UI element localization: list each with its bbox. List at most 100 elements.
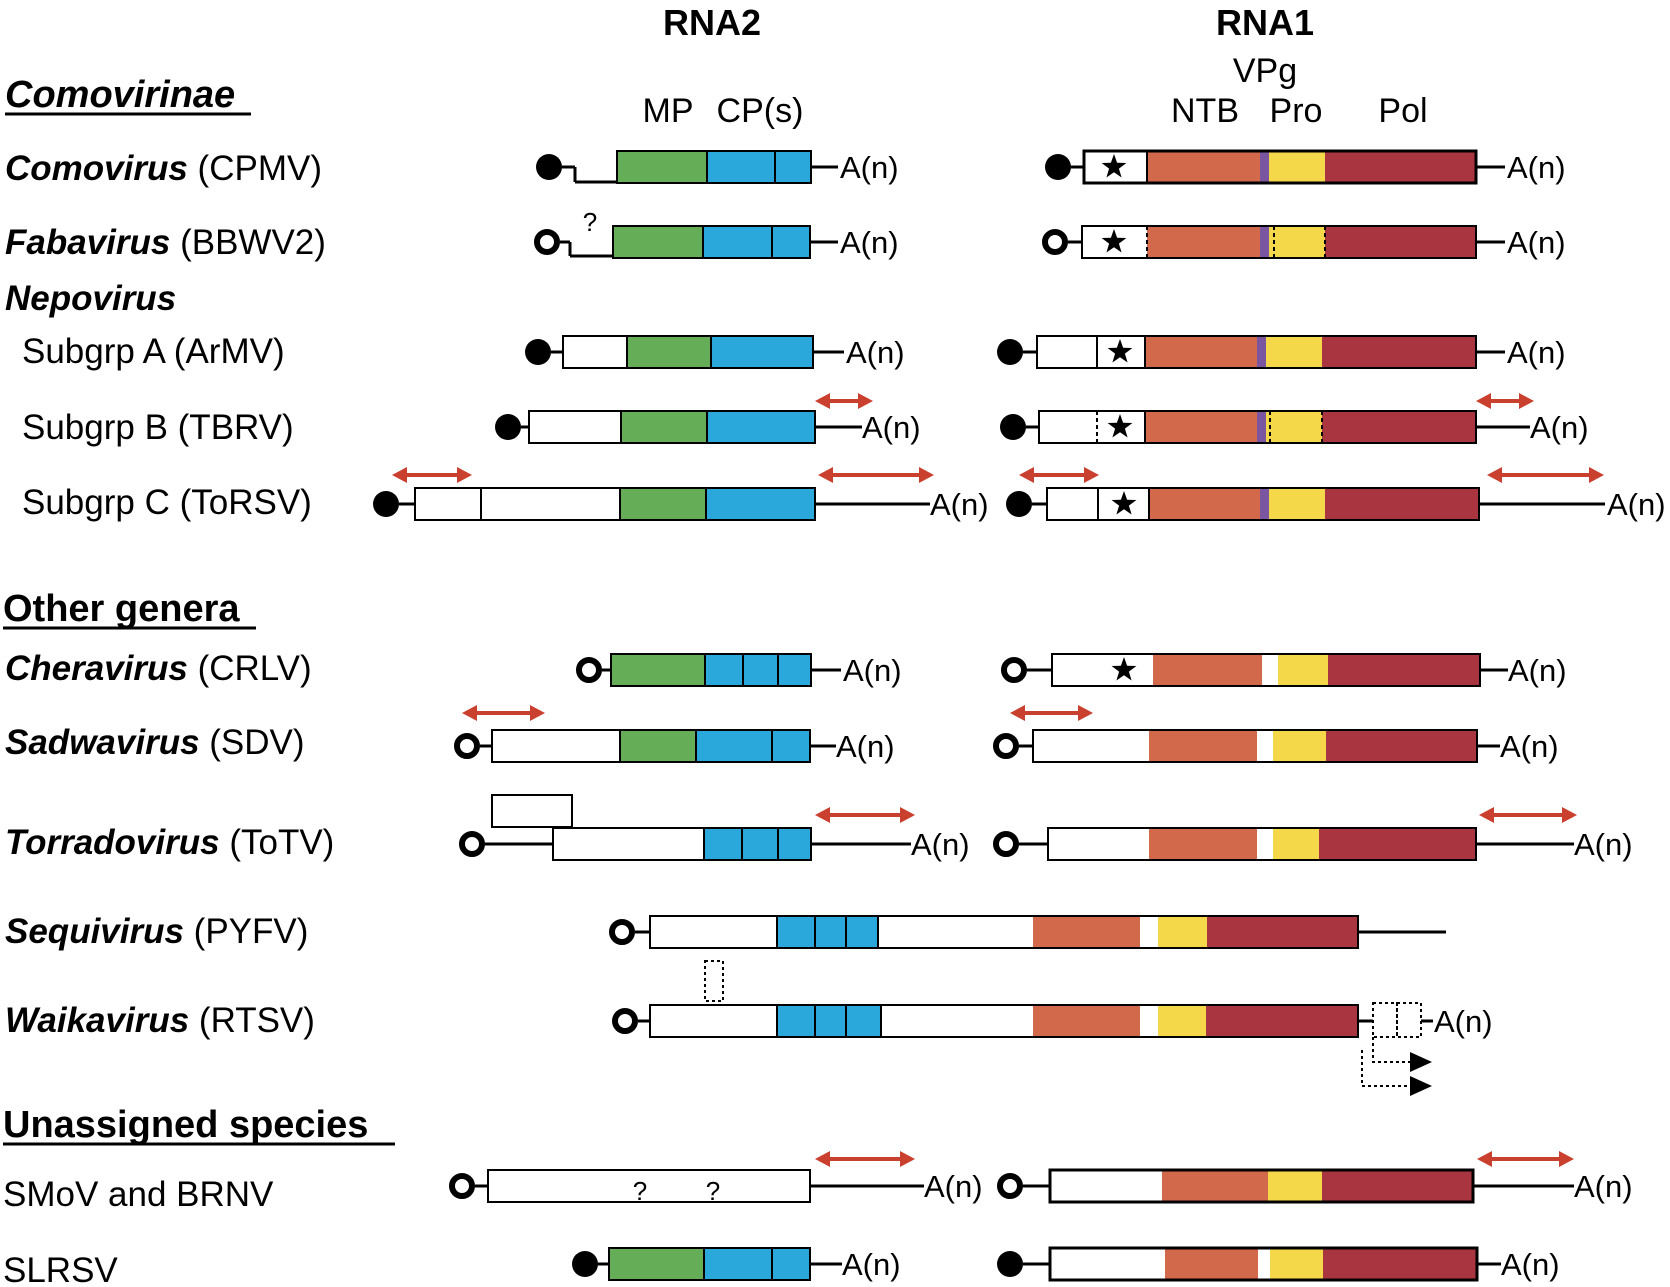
- poly-a-tail: A(n): [1501, 1247, 1560, 1282]
- label-subgroup-a: Subgrp A (ArMV): [22, 332, 285, 371]
- pol-domain: [1325, 151, 1476, 183]
- poly-a-tail: A(n): [1574, 827, 1633, 862]
- repeat-arrow-head-left: [1010, 705, 1025, 721]
- label-sequivirus: Sequivirus (PYFV): [5, 912, 308, 951]
- vpg-filled-icon: [572, 1251, 598, 1277]
- vpg-open-icon: [534, 229, 560, 255]
- poly-a-tail: A(n): [1530, 410, 1589, 445]
- pro-domain: [1158, 1005, 1206, 1037]
- poly-a-tail: A(n): [840, 225, 899, 260]
- helicase-motif-star-icon: [1101, 154, 1127, 178]
- small-orf-dotted: [1396, 1002, 1422, 1038]
- cp-domain: [711, 336, 813, 368]
- subgenomic-arrow-icon: [1410, 1052, 1432, 1072]
- pol-domain: [1319, 828, 1476, 860]
- repeat-arrow-head-right: [1084, 467, 1099, 483]
- vpg-filled-icon: [1000, 414, 1026, 440]
- repeat-arrow-head-left: [392, 467, 407, 483]
- pro-domain: [1273, 730, 1326, 762]
- poly-a-tail: A(n): [842, 1247, 901, 1282]
- pro-domain: [1266, 411, 1322, 443]
- poly-a-tail: A(n): [924, 1169, 983, 1204]
- label-slrsv: SLRSV: [3, 1251, 118, 1287]
- pro-domain: [1269, 151, 1325, 183]
- mp-label: MP: [643, 92, 694, 130]
- pro-domain: [1270, 1248, 1323, 1280]
- vpg-filled-icon: [373, 491, 399, 517]
- ntb-domain: [1149, 730, 1257, 762]
- mp-domain: [609, 1248, 704, 1280]
- repeat-arrow-head-right: [1078, 705, 1093, 721]
- pro-domain: [1266, 336, 1322, 368]
- vpg-domain: [1257, 411, 1266, 443]
- mp-domain: [611, 654, 705, 686]
- vpg-open-icon: [612, 1008, 638, 1034]
- vpg-open-icon: [609, 919, 635, 945]
- pol-domain: [1323, 1248, 1477, 1280]
- repeat-arrow-head-left: [1019, 467, 1034, 483]
- vpg-open-icon: [576, 657, 602, 683]
- repeat-arrow-head-left: [1477, 1151, 1492, 1167]
- label-fabavirus: Fabavirus (BBWV2): [5, 223, 326, 262]
- cp-domain: [777, 1005, 881, 1037]
- poly-a-tail: A(n): [862, 410, 921, 445]
- repeat-arrow-head-left: [1487, 467, 1502, 483]
- label-smov-brnv: SMoV and BRNV: [3, 1175, 274, 1214]
- repeat-arrow-head-right: [1519, 393, 1534, 409]
- label-cheravirus: Cheravirus (CRLV): [5, 649, 312, 688]
- repeat-arrow-head-right: [1589, 467, 1604, 483]
- repeat-arrow-head-right: [530, 705, 545, 721]
- poly-a-tail: A(n): [930, 487, 989, 522]
- helicase-motif-star-icon: [1111, 491, 1137, 515]
- mp-domain: [620, 730, 696, 762]
- repeat-arrow-head-right: [1559, 1151, 1574, 1167]
- poly-a-tail: A(n): [1434, 1004, 1493, 1039]
- repeat-arrow-head-left: [1476, 393, 1491, 409]
- mp-domain: [617, 151, 707, 183]
- vpg-filled-icon: [536, 154, 562, 180]
- vpg-open-icon: [454, 733, 480, 759]
- label-subgroup-c: Subgrp C (ToRSV): [22, 483, 312, 522]
- vpg-filled-icon: [1045, 154, 1071, 180]
- pol-domain: [1326, 730, 1477, 762]
- unknown-mark: ?: [633, 1176, 647, 1206]
- vpg-open-icon: [997, 1173, 1023, 1199]
- repeat-arrow-head-left: [815, 807, 830, 823]
- genome-maps: A(n) A(n) A(n) A(n) A(n) A(n) A(n) A(n) A(n) A(n)…: [373, 149, 1666, 1282]
- pro-domain: [1268, 1170, 1322, 1202]
- repeat-arrow-head-left: [462, 705, 477, 721]
- section-unassigned: Unassigned species: [3, 1104, 368, 1146]
- ntb-label: NTB: [1171, 92, 1239, 130]
- ntb-domain: [1033, 916, 1140, 948]
- ntb-domain: [1162, 1170, 1268, 1202]
- vpg-filled-icon: [997, 339, 1023, 365]
- vpg-label: VPg: [1233, 52, 1297, 90]
- repeat-arrow-head-right: [900, 1151, 915, 1167]
- section-other-genera: Other genera: [3, 588, 240, 630]
- poly-a-tail: A(n): [1574, 1169, 1633, 1204]
- repeat-arrow-head-left: [815, 393, 830, 409]
- vpg-filled-icon: [525, 339, 551, 365]
- pro-domain: [1273, 828, 1319, 860]
- label-comovirus: Comovirus (CPMV): [5, 149, 322, 188]
- cp-domain: [703, 226, 810, 258]
- pro-domain: [1278, 654, 1328, 686]
- rna1-header: RNA1: [1216, 2, 1314, 43]
- helicase-motif-star-icon: [1101, 229, 1127, 253]
- pro-label: Pro: [1270, 92, 1323, 130]
- vpg-filled-icon: [495, 414, 521, 440]
- cp-domain: [704, 1248, 810, 1280]
- small-orf-dotted: [1372, 1002, 1398, 1038]
- label-waikavirus: Waikavirus (RTSV): [5, 1001, 315, 1040]
- repeat-arrow-head-right: [457, 467, 472, 483]
- repeat-arrow-head-right: [919, 467, 934, 483]
- pol-label: Pol: [1378, 92, 1427, 130]
- poly-a-tail: A(n): [843, 653, 902, 688]
- poly-a-tail: A(n): [1508, 653, 1567, 688]
- cp-domain: [704, 828, 811, 860]
- vpg-domain: [1257, 336, 1266, 368]
- mp-domain: [620, 488, 706, 520]
- vpg-domain: [1260, 226, 1269, 258]
- overlapping-orf-box: [491, 794, 573, 828]
